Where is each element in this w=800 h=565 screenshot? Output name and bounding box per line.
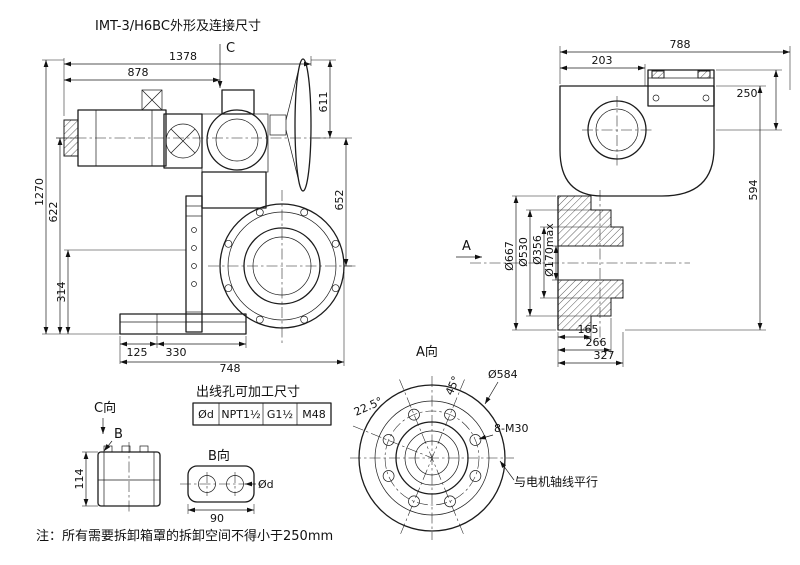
c-view-body bbox=[97, 451, 161, 507]
dia-667: Ø667 bbox=[503, 241, 516, 271]
dim-203: 203 bbox=[592, 54, 613, 67]
neck bbox=[201, 171, 267, 209]
dim-1270: 1270 bbox=[33, 178, 46, 206]
dim-788: 788 bbox=[670, 38, 691, 51]
dim-611: 611 bbox=[317, 92, 330, 113]
actuator-face bbox=[206, 109, 268, 171]
b-direction-label: B bbox=[114, 427, 123, 442]
outlet-table-border bbox=[192, 402, 332, 426]
dim-165: 165 bbox=[578, 323, 599, 336]
drawing-title: IMT-3/H6BC外形及连接尺寸 bbox=[95, 18, 261, 34]
outlet-table-title: 出线孔可加工尺寸 bbox=[196, 385, 300, 400]
handwheel-hub bbox=[269, 114, 287, 136]
outlet-cell-0: Ød bbox=[198, 408, 214, 421]
dim-125: 125 bbox=[127, 346, 148, 359]
dim-250: 250 bbox=[737, 87, 758, 100]
dia-356: Ø356 bbox=[531, 235, 544, 265]
a-view: A向 45° 22.5° Ø584 8-M30 与电机轴线平行 bbox=[350, 344, 598, 540]
axis-note: 与电机轴线平行 bbox=[514, 474, 598, 489]
b-view-label: B向 bbox=[208, 448, 230, 464]
dim-266: 266 bbox=[586, 336, 607, 349]
gearbox-bolts bbox=[224, 208, 340, 324]
handwheel bbox=[294, 58, 312, 192]
front-view bbox=[56, 58, 356, 344]
dia-170max: Ø170max bbox=[543, 223, 556, 277]
top-cap bbox=[221, 89, 255, 115]
dim-1378: 1378 bbox=[169, 50, 197, 63]
section-a-label: A bbox=[462, 239, 471, 254]
side-body bbox=[559, 85, 715, 197]
outlet-cell-2: G1½ bbox=[267, 408, 293, 421]
base-foot bbox=[119, 313, 247, 335]
dim-330: 330 bbox=[166, 346, 187, 359]
bolt-spec: 8-M30 bbox=[494, 422, 528, 435]
flange-bolt-holes bbox=[382, 408, 482, 508]
dim-327: 327 bbox=[594, 349, 615, 362]
b-view: B向 Ød 90 bbox=[180, 448, 274, 525]
dim-652: 652 bbox=[333, 190, 346, 211]
dim-594: 594 bbox=[747, 180, 760, 201]
angle-22-5: 22.5° bbox=[352, 395, 385, 419]
dim-748: 748 bbox=[220, 362, 241, 375]
dia-530: Ø530 bbox=[517, 237, 530, 267]
outlet-cell-3: M48 bbox=[302, 408, 326, 421]
dim-314: 314 bbox=[55, 282, 68, 303]
outlet-cell-1: NPT1½ bbox=[221, 408, 260, 421]
angle-45: 45° bbox=[443, 374, 463, 397]
dia-584: Ø584 bbox=[488, 368, 518, 381]
side-flange bbox=[185, 195, 203, 333]
c-view: C向 B 114 bbox=[73, 400, 161, 512]
b-view-dia-label: Ød bbox=[258, 478, 274, 491]
outlet-table: 出线孔可加工尺寸 Ød NPT1½ G1½ M48 bbox=[192, 385, 332, 426]
lifting-lug bbox=[141, 89, 163, 111]
c-view-label: C向 bbox=[94, 400, 116, 416]
view-c-label: C bbox=[226, 41, 235, 56]
drawing-note: 注：所有需要拆卸箱罩的拆卸空间不得小于250mm bbox=[36, 528, 333, 544]
front-view-dimensions: 1378 C 878 611 652 1270 622 314 1 bbox=[33, 41, 352, 375]
dim-622: 622 bbox=[47, 202, 60, 223]
a-view-label: A向 bbox=[416, 344, 438, 360]
dim-114: 114 bbox=[73, 469, 86, 490]
side-view: A bbox=[456, 69, 715, 342]
dim-878: 878 bbox=[128, 66, 149, 79]
flange-section-top bbox=[557, 195, 624, 247]
dim-90: 90 bbox=[210, 512, 224, 525]
side-view-dimensions: 788 203 250 594 Ø667 Ø530 Ø356 Ø170max bbox=[503, 38, 791, 367]
